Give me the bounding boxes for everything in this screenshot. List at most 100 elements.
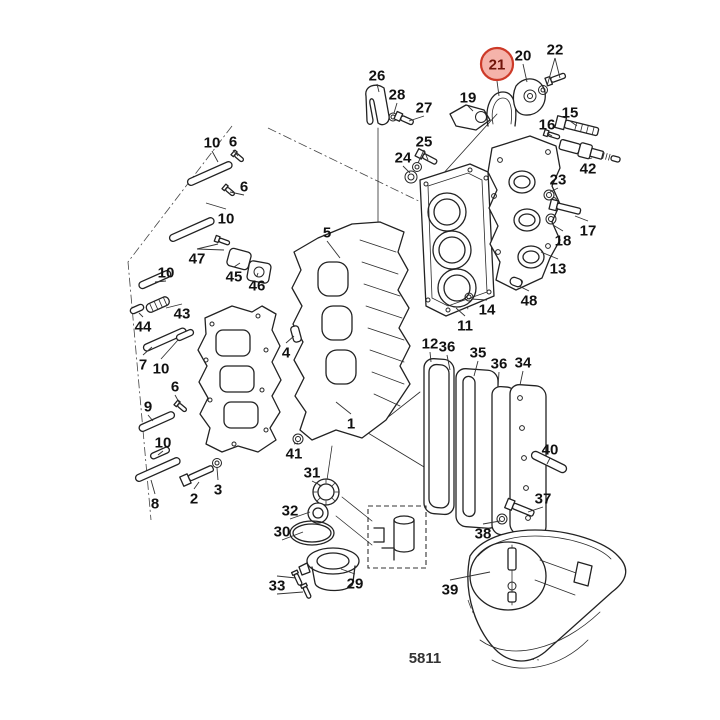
callout-35[interactable]: 35: [470, 345, 487, 362]
part-number-label: 42: [580, 161, 597, 178]
part-number-label: 10: [158, 265, 175, 282]
part-number-label: 37: [535, 491, 552, 508]
callout-46[interactable]: 46: [249, 278, 266, 295]
part-number-label: 32: [282, 503, 299, 520]
callout-43[interactable]: 43: [174, 306, 191, 323]
callout-25[interactable]: 25: [416, 134, 433, 151]
part-number-label: 5: [323, 225, 331, 242]
spring-part: [145, 296, 170, 313]
callout-1[interactable]: 1: [347, 416, 355, 433]
callout-32[interactable]: 32: [282, 503, 299, 520]
leader-line-22: [546, 57, 556, 87]
leader-line-18: [552, 224, 564, 232]
callout-10[interactable]: 10: [218, 211, 235, 228]
part-number-label: 26: [369, 68, 386, 85]
callout-4[interactable]: 4: [282, 345, 291, 362]
callout-2[interactable]: 2: [190, 491, 198, 508]
callout-19[interactable]: 19: [460, 90, 477, 107]
leader-line-6: [229, 191, 245, 196]
leader-line-29: [340, 568, 356, 575]
highlight-circle: [479, 46, 515, 82]
callout-22[interactable]: 22: [547, 42, 564, 59]
leader-line-10: [157, 450, 164, 456]
callout-31[interactable]: 31: [304, 465, 321, 482]
part-number-label: 13: [550, 261, 567, 278]
callout-26[interactable]: 26: [369, 68, 386, 85]
callout-3[interactable]: 3: [214, 482, 222, 499]
leader-line-9: [147, 414, 154, 422]
callout-6[interactable]: 6: [240, 179, 248, 196]
part-number-label: 36: [439, 339, 456, 356]
part-number-label: 7: [139, 357, 147, 374]
callout-16[interactable]: 16: [539, 117, 556, 134]
leader-line-19: [467, 105, 474, 112]
callout-34[interactable]: 34: [515, 355, 532, 372]
callout-44[interactable]: 44: [135, 319, 152, 336]
leader-line-38: [482, 520, 501, 525]
part-number-label: 8: [151, 496, 159, 513]
callout-20[interactable]: 20: [515, 48, 532, 65]
stud-and-rod-parts: [129, 161, 233, 483]
callout-24[interactable]: 24: [395, 150, 412, 167]
leader-line-39: [449, 571, 491, 581]
callout-40[interactable]: 40: [542, 442, 559, 459]
part-number-label: 47: [189, 251, 206, 268]
leader-line-42: [587, 157, 593, 160]
callout-14[interactable]: 14: [479, 302, 496, 319]
leader-line-5: [326, 240, 341, 259]
exhaust-plate-stack: [423, 358, 568, 537]
callout-27[interactable]: 27: [416, 100, 433, 117]
callout-10[interactable]: 10: [155, 435, 172, 452]
callout-5[interactable]: 5: [323, 225, 331, 242]
clamp-parts: [226, 247, 272, 284]
leader-line-11: [455, 307, 466, 317]
part-number-label: 31: [304, 465, 321, 482]
leader-line-34: [519, 370, 524, 386]
callout-13[interactable]: 13: [550, 261, 567, 278]
callout-33[interactable]: 33: [269, 578, 286, 595]
callout-39[interactable]: 39: [442, 582, 459, 599]
leader-line-33: [276, 575, 297, 579]
callout-30[interactable]: 30: [274, 524, 291, 541]
leader-line-3: [216, 467, 219, 481]
leader-line-6: [232, 149, 239, 157]
leader-line-10: [160, 339, 179, 360]
callout-41[interactable]: 41: [286, 446, 303, 463]
callout-18[interactable]: 18: [555, 233, 572, 250]
callout-6[interactable]: 6: [171, 379, 179, 396]
callout-36[interactable]: 36: [439, 339, 456, 356]
callout-10[interactable]: 10: [158, 265, 175, 282]
callout-37[interactable]: 37: [535, 491, 552, 508]
callout-29[interactable]: 29: [347, 576, 364, 593]
leader-line-4: [285, 335, 295, 344]
callout-23[interactable]: 23: [550, 172, 567, 189]
callout-7[interactable]: 7: [139, 357, 147, 374]
callout-38[interactable]: 38: [475, 526, 492, 543]
callout-42[interactable]: 42: [580, 161, 597, 178]
part-number-label: 10: [218, 211, 235, 228]
part-number-label: 22: [547, 42, 564, 59]
leader-line-44: [138, 312, 144, 318]
head-gasket-plate: [419, 163, 495, 317]
callout-8[interactable]: 8: [151, 496, 159, 513]
callout-12[interactable]: 12: [422, 336, 439, 353]
leader-line-37: [527, 506, 544, 513]
callout-15[interactable]: 15: [562, 105, 579, 122]
callout-21[interactable]: 21: [479, 46, 515, 82]
leader-line-48: [518, 285, 530, 292]
part-number-label: 19: [460, 90, 477, 107]
drawing-number: 5811: [409, 650, 442, 667]
callout-10[interactable]: 10: [153, 361, 170, 378]
callout-28[interactable]: 28: [389, 87, 406, 104]
callout-36[interactable]: 36: [491, 356, 508, 373]
callout-45[interactable]: 45: [226, 269, 243, 286]
callout-9[interactable]: 9: [144, 399, 152, 416]
callout-10[interactable]: 10: [204, 135, 221, 152]
callout-6[interactable]: 6: [229, 134, 237, 151]
part-number-label: 10: [153, 361, 170, 378]
callout-48[interactable]: 48: [521, 293, 538, 310]
callout-11[interactable]: 11: [457, 318, 473, 335]
callout-17[interactable]: 17: [580, 223, 597, 240]
callout-47[interactable]: 47: [189, 251, 206, 268]
